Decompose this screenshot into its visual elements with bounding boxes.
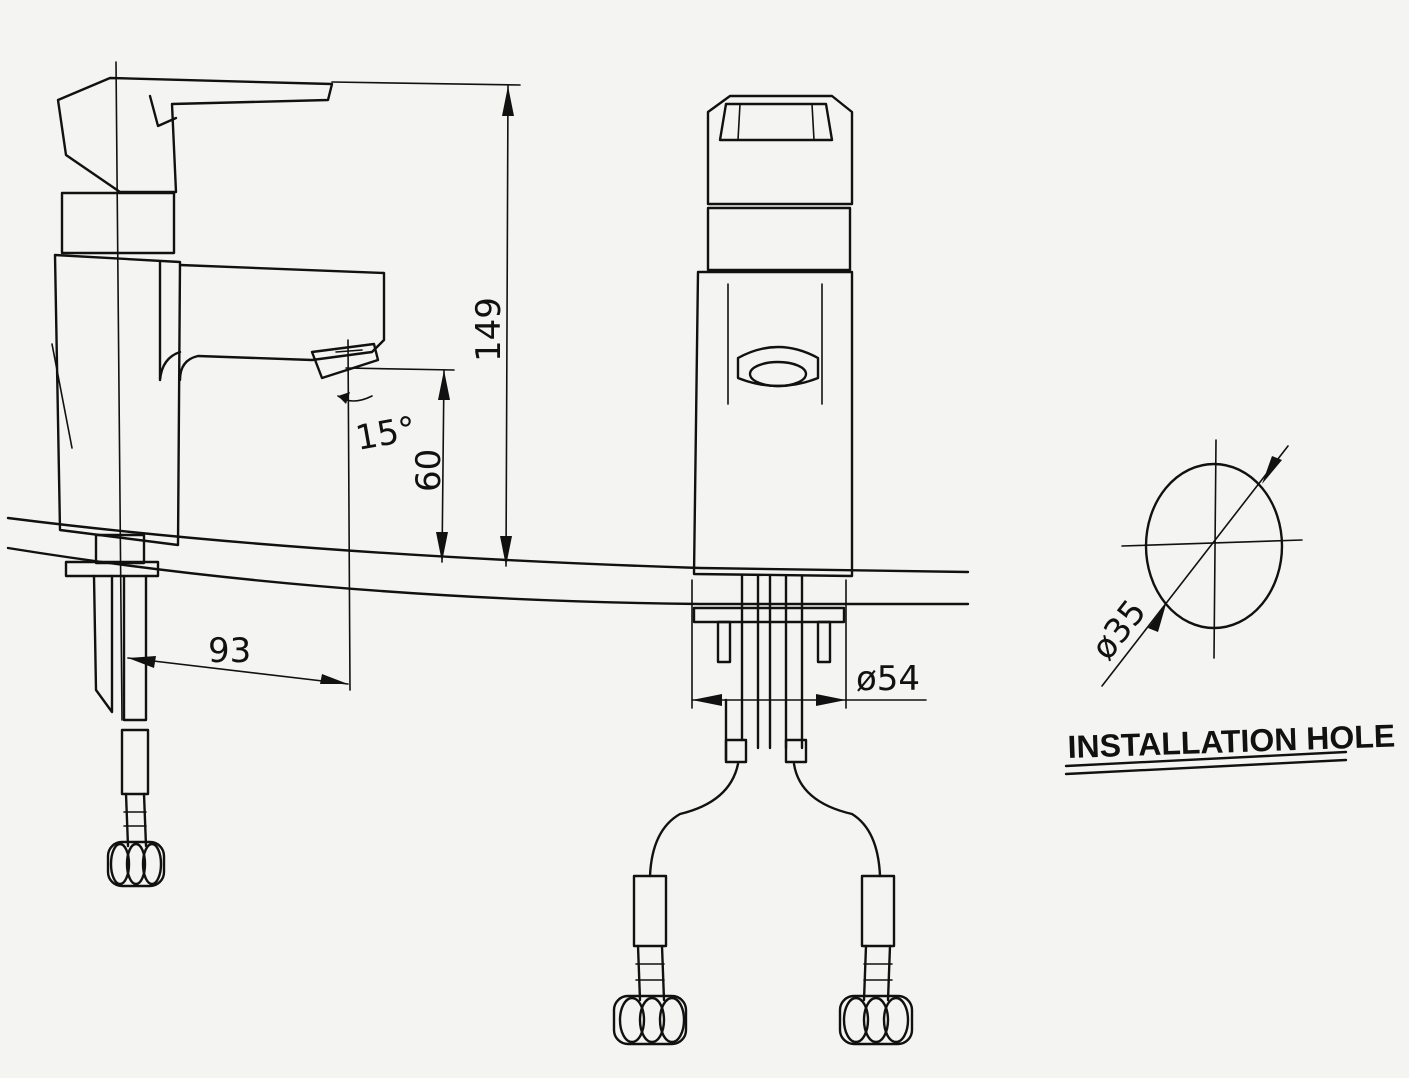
dim-spout-height: 60 xyxy=(409,449,449,492)
lever-handle xyxy=(56,76,334,194)
dim-base-diameter: ø54 xyxy=(856,659,920,699)
faucet-side-view xyxy=(51,61,386,888)
front-handle xyxy=(706,94,854,206)
dim-spout-reach: 93 xyxy=(208,631,251,671)
front-view-dimensions: ø54 xyxy=(691,579,927,709)
hose-nut-front-right xyxy=(838,994,914,1046)
hose-nut-side xyxy=(106,840,166,888)
dim-hole-diameter: ø35 xyxy=(1084,592,1155,667)
aerator xyxy=(310,342,380,380)
side-view-dimensions: 149 60 15° 93 xyxy=(127,81,521,691)
faucet-front-view xyxy=(612,94,914,1046)
installation-hole: ø35 xyxy=(1084,439,1303,687)
hose-nut-front-left xyxy=(612,994,688,1046)
installation-hole-label: INSTALLATION HOLE xyxy=(1064,718,1396,776)
spout xyxy=(178,263,386,382)
faucet-body xyxy=(53,253,182,547)
dim-total-height: 149 xyxy=(469,297,509,362)
front-body xyxy=(692,270,854,578)
aerator-front xyxy=(736,345,820,388)
